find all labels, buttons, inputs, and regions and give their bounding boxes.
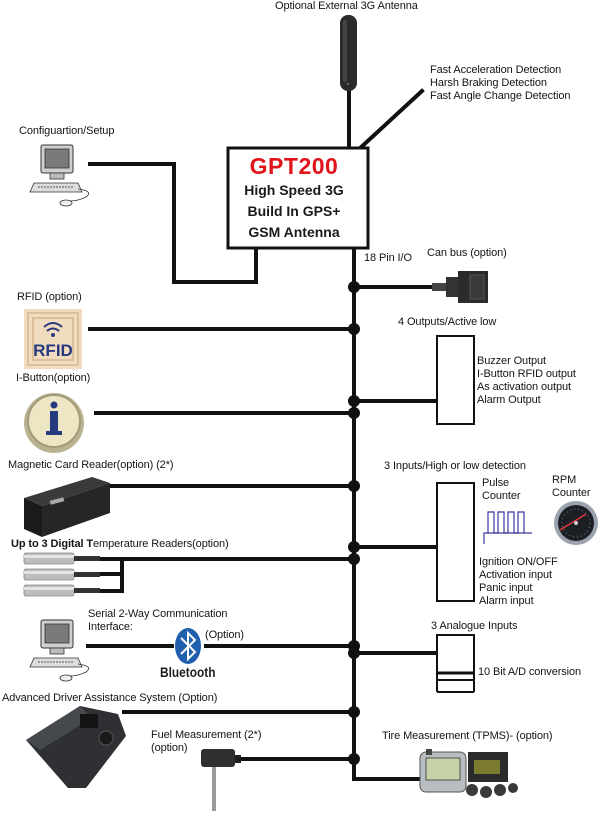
pulse-counter-icon — [483, 511, 532, 544]
rfid-icon-text: RFID — [33, 341, 73, 360]
rfid-label: RFID (option) — [17, 291, 82, 303]
fuel-sensor-icon — [201, 749, 241, 811]
temperature-branch-3 — [98, 572, 124, 593]
tpms-line — [352, 757, 422, 781]
outputs-title: 4 Outputs/Active low — [398, 316, 497, 328]
config-label: Configuartion/Setup — [19, 125, 115, 137]
serial-label: Serial 2-Way Communication Interface: — [88, 608, 228, 633]
temperature-probe-icon — [23, 552, 100, 597]
fuel-label: Fuel Measurement (2*) (option) — [151, 729, 262, 754]
sensor-features: Fast Acceleration Detection Harsh Brakin… — [430, 64, 571, 102]
serial-option-label: (Option) — [205, 629, 244, 641]
antenna-icon — [340, 15, 357, 91]
outputs-box — [436, 335, 475, 425]
dashcam-icon — [26, 706, 126, 788]
antenna-label: Optional External 3G Antenna — [275, 0, 418, 12]
temperature-label-bold: Up to 3 Digital T — [11, 538, 94, 550]
bluetooth-icon — [175, 628, 201, 664]
rpm-gauge-icon — [554, 501, 598, 545]
obd-connector-icon — [432, 271, 488, 303]
device-description: High Speed 3G Build In GPS+ GSM Antenna — [244, 182, 344, 240]
outputs-list: Buzzer Output I-Button RFID output As ac… — [477, 355, 576, 406]
inputs-title: 3 Inputs/High or low detection — [384, 460, 526, 472]
analogue-title: 3 Analogue Inputs — [431, 620, 518, 632]
card-reader-icon — [24, 477, 110, 537]
temperature-branch-2 — [98, 557, 124, 576]
ibutton-icon — [24, 393, 84, 453]
rpm-counter-label: RPM Counter — [552, 474, 591, 499]
inputs-box — [436, 482, 475, 602]
io-label: 18 Pin I/O — [364, 252, 412, 264]
analogue-detail: 10 Bit A/D conversion — [478, 666, 582, 678]
bluetooth-wordmark: Bluetooth — [160, 664, 216, 680]
card-reader-label: Magnetic Card Reader(option) (2*) — [8, 459, 174, 471]
junction-dots — [348, 281, 360, 765]
canbus-label: Can bus (option) — [427, 247, 507, 259]
device-model: GPT200 — [249, 153, 339, 179]
tpms-label: Tire Measurement (TPMS)- (option) — [382, 730, 553, 742]
tpms-icon — [419, 749, 518, 798]
ibutton-label: I-Button(option) — [16, 372, 91, 384]
temperature-label: Up to 3 Digital Temperature Readers(opti… — [11, 538, 229, 551]
serial-computer-icon — [29, 619, 90, 682]
device-box — [226, 146, 370, 250]
temperature-label-rest: emperature Readers(option) — [93, 538, 229, 550]
inputs-list: Ignition ON/OFF Activation input Panic i… — [479, 556, 558, 607]
adas-label: Advanced Driver Assistance System (Optio… — [2, 692, 218, 704]
config-cable — [88, 162, 258, 284]
pulse-counter-label: Pulse Counter — [482, 477, 521, 502]
computer-icon — [29, 144, 90, 207]
sensor-leader-line — [355, 88, 425, 153]
rfid-icon: RFID — [24, 309, 82, 369]
